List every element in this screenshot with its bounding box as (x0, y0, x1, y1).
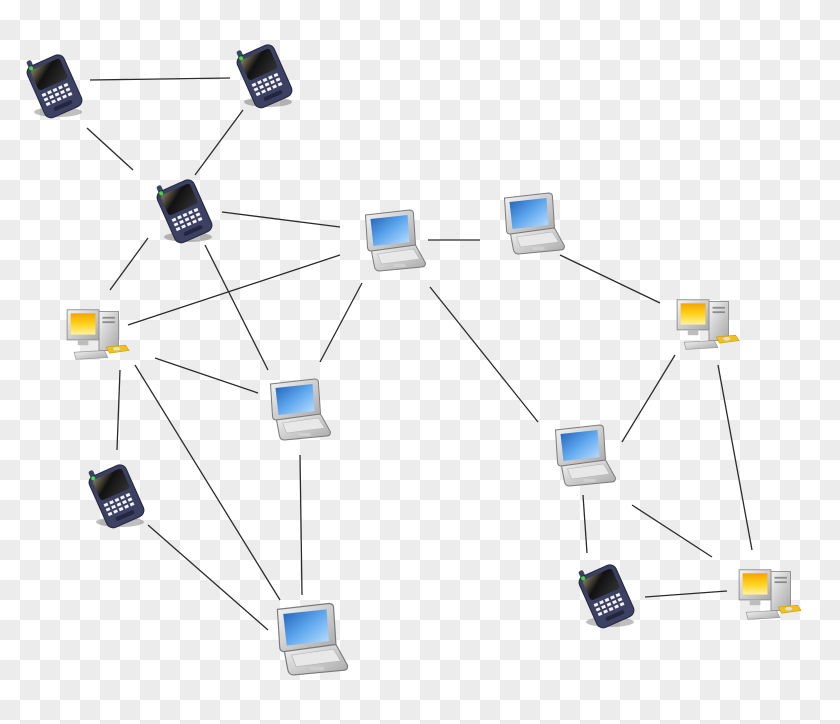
edge (154, 357, 259, 394)
laptop-icon (276, 602, 349, 676)
smartphone-icon (151, 171, 215, 246)
edge (109, 237, 149, 291)
desktop-computer-icon (738, 569, 802, 620)
connections (86, 77, 753, 631)
edge (147, 524, 269, 631)
nodes (21, 36, 802, 676)
edge (644, 590, 728, 598)
edge (429, 286, 539, 423)
edge (221, 211, 341, 228)
desktop-computer-icon (66, 309, 130, 360)
edge (194, 109, 244, 176)
edge (116, 369, 121, 451)
edge (582, 494, 588, 554)
edge (631, 504, 713, 558)
edge (127, 254, 341, 326)
smartphone-icon (21, 46, 85, 121)
edge (319, 282, 363, 363)
edge (89, 77, 231, 81)
edge (204, 244, 269, 371)
laptop-icon (503, 192, 566, 255)
edge (717, 364, 753, 551)
edge (621, 354, 676, 443)
desktop-computer-icon (676, 299, 740, 350)
smartphone-icon (83, 456, 147, 531)
laptop-icon (554, 424, 617, 487)
smartphone-icon (231, 36, 295, 111)
smartphone-icon (573, 556, 637, 631)
edge (299, 454, 303, 596)
laptop-icon (269, 378, 332, 441)
edge (134, 364, 281, 601)
edge (86, 127, 134, 171)
edge (559, 254, 661, 304)
laptop-icon (364, 209, 427, 272)
